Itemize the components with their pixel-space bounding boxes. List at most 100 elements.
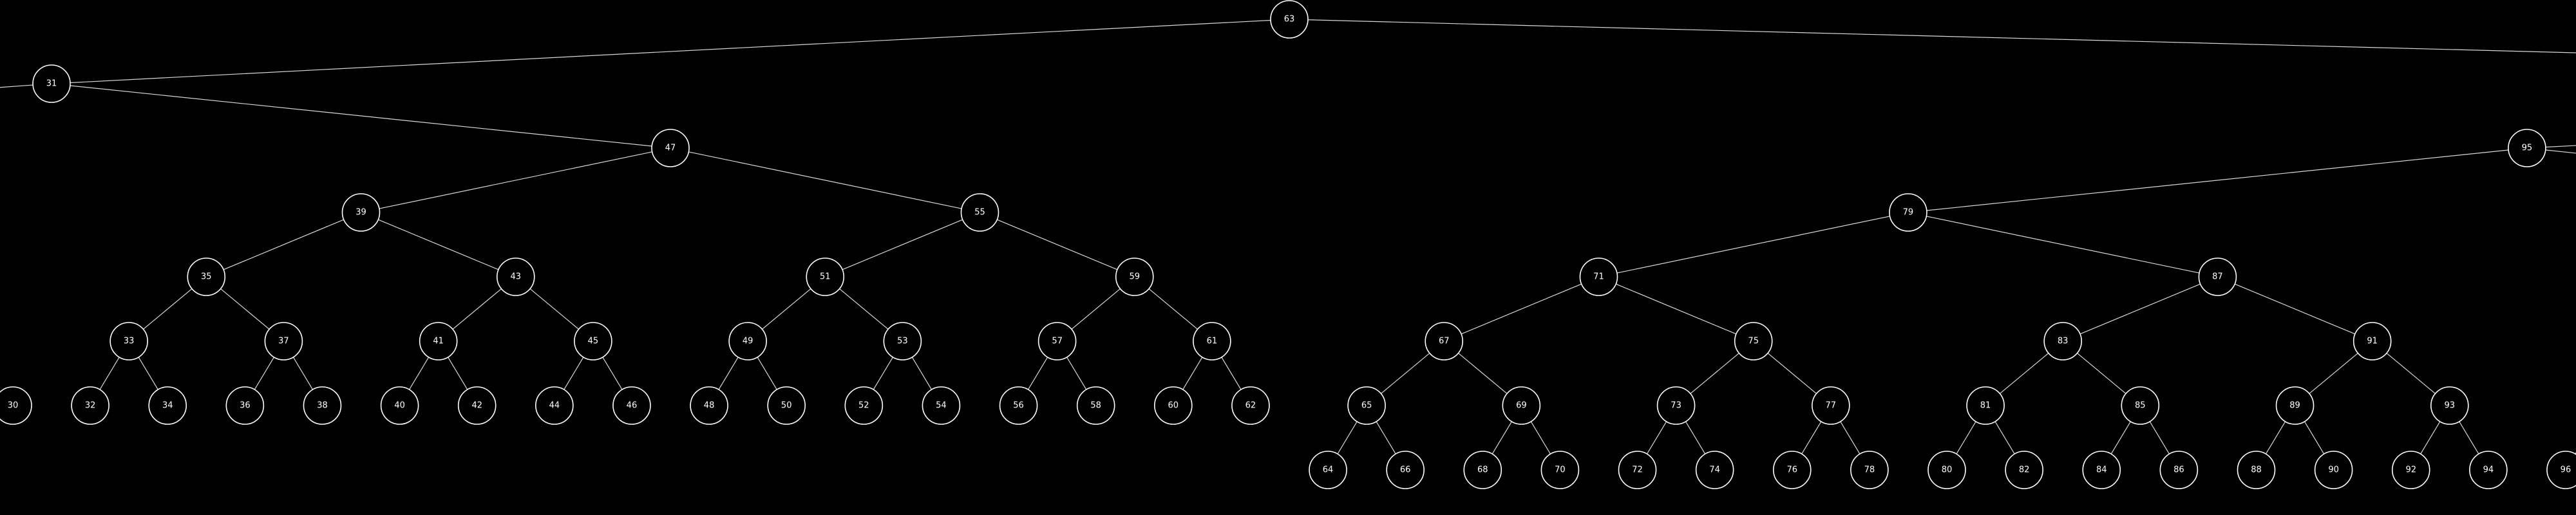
tree-node-41: 41 <box>419 322 458 360</box>
tree-node-37: 37 <box>264 322 303 360</box>
node-circle <box>1540 451 1580 489</box>
node-circle <box>2275 386 2315 425</box>
tree-node-84: 84 <box>2082 451 2121 489</box>
node-label: 41 <box>433 337 444 346</box>
edge-35-33 <box>143 288 193 330</box>
edge-43-41 <box>452 288 502 330</box>
node-label: 57 <box>1052 337 1063 346</box>
edge-67-65 <box>1381 353 1430 394</box>
node-circle <box>419 322 458 360</box>
node-label: 87 <box>2212 272 2223 282</box>
node-label: 59 <box>1129 272 1140 282</box>
node-label: 91 <box>2367 337 2378 346</box>
node-label: 51 <box>820 272 831 282</box>
tree-edges <box>0 19 2576 454</box>
node-label: 63 <box>1284 15 1295 24</box>
edge-87-83 <box>2079 283 2201 335</box>
node-label: 30 <box>8 401 19 411</box>
node-circle <box>1193 322 1231 360</box>
edge-63-127 <box>1307 19 2576 53</box>
tree-node-70: 70 <box>1540 451 1580 489</box>
tree-node-32: 32 <box>71 386 109 425</box>
node-circle <box>1927 451 1966 489</box>
node-label: 68 <box>1477 465 1488 475</box>
tree-node-93: 93 <box>2430 386 2469 425</box>
node-circle <box>2159 451 2199 489</box>
edge-35-37 <box>220 288 270 330</box>
edge-59-57 <box>1071 288 1121 330</box>
edge-41-42 <box>448 357 468 390</box>
node-circle <box>1734 322 1773 360</box>
edge-71-75 <box>1616 283 1737 335</box>
tree-node-65: 65 <box>1347 386 1386 425</box>
node-label: 34 <box>162 401 173 411</box>
node-label: 67 <box>1439 337 1450 346</box>
edge-53-54 <box>911 357 933 390</box>
edge-61-60 <box>1182 357 1203 390</box>
node-circle <box>728 322 767 360</box>
node-label: 73 <box>1671 401 1681 411</box>
node-label: 76 <box>1786 465 1797 475</box>
edge-75-73 <box>1690 353 1739 394</box>
node-circle <box>109 322 148 360</box>
tree-node-34: 34 <box>148 386 187 425</box>
tree-node-94: 94 <box>2469 451 2508 489</box>
edge-53-52 <box>873 357 893 390</box>
edge-65-66 <box>1376 421 1396 454</box>
node-label: 39 <box>355 208 366 218</box>
node-label: 80 <box>1942 465 1953 475</box>
node-circle <box>1579 258 1618 296</box>
tree-node-45: 45 <box>574 322 612 360</box>
edge-55-59 <box>997 219 1118 270</box>
node-label: 77 <box>1826 401 1837 411</box>
edge-31-offscreen <box>0 84 33 88</box>
tree-node-83: 83 <box>2043 322 2082 360</box>
tree-node-66: 66 <box>1386 451 1425 489</box>
node-circle <box>960 193 999 232</box>
tree-node-42: 42 <box>457 386 497 425</box>
tree-node-71: 71 <box>1579 258 1618 296</box>
tree-node-51: 51 <box>806 258 845 296</box>
node-label: 36 <box>240 401 251 411</box>
node-circle <box>535 386 574 425</box>
node-label: 37 <box>278 337 289 346</box>
tree-node-88: 88 <box>2237 451 2276 489</box>
node-circle <box>2314 451 2353 489</box>
node-circle <box>1502 386 1541 425</box>
edge-57-58 <box>1066 357 1087 390</box>
edge-95-111 <box>2545 149 2576 154</box>
node-circle <box>651 129 690 167</box>
edge-73-72 <box>1646 421 1667 454</box>
tree-node-56: 56 <box>999 386 1038 425</box>
node-circle <box>1618 451 1657 489</box>
tree-node-47: 47 <box>651 129 690 167</box>
node-label: 38 <box>317 401 328 411</box>
tree-node-48: 48 <box>690 386 728 425</box>
node-label: 69 <box>1516 401 1527 411</box>
node-circle <box>1386 451 1425 489</box>
node-circle <box>32 64 71 103</box>
tree-node-40: 40 <box>380 386 419 425</box>
node-circle <box>225 386 265 425</box>
edge-73-74 <box>1685 421 1706 454</box>
tree-node-75: 75 <box>1734 322 1773 360</box>
node-label: 31 <box>46 79 57 89</box>
edge-45-44 <box>564 357 584 390</box>
node-label: 66 <box>1400 465 1411 475</box>
edge-33-34 <box>138 357 158 390</box>
edge-95-79 <box>1926 149 2509 211</box>
tree-node-35: 35 <box>187 258 226 296</box>
edge-57-56 <box>1027 357 1048 390</box>
node-label: 95 <box>2522 144 2533 153</box>
edge-87-91 <box>2234 283 2356 335</box>
tree-node-55: 55 <box>960 193 999 232</box>
edge-61-62 <box>1221 357 1242 390</box>
edge-85-84 <box>2110 421 2131 454</box>
node-circle <box>2237 451 2276 489</box>
node-label: 96 <box>2561 465 2571 475</box>
edge-77-76 <box>1801 421 1822 454</box>
edge-31-47 <box>70 85 652 147</box>
edge-37-38 <box>292 357 314 390</box>
edge-39-35 <box>223 219 344 270</box>
node-circle <box>1966 386 2005 425</box>
